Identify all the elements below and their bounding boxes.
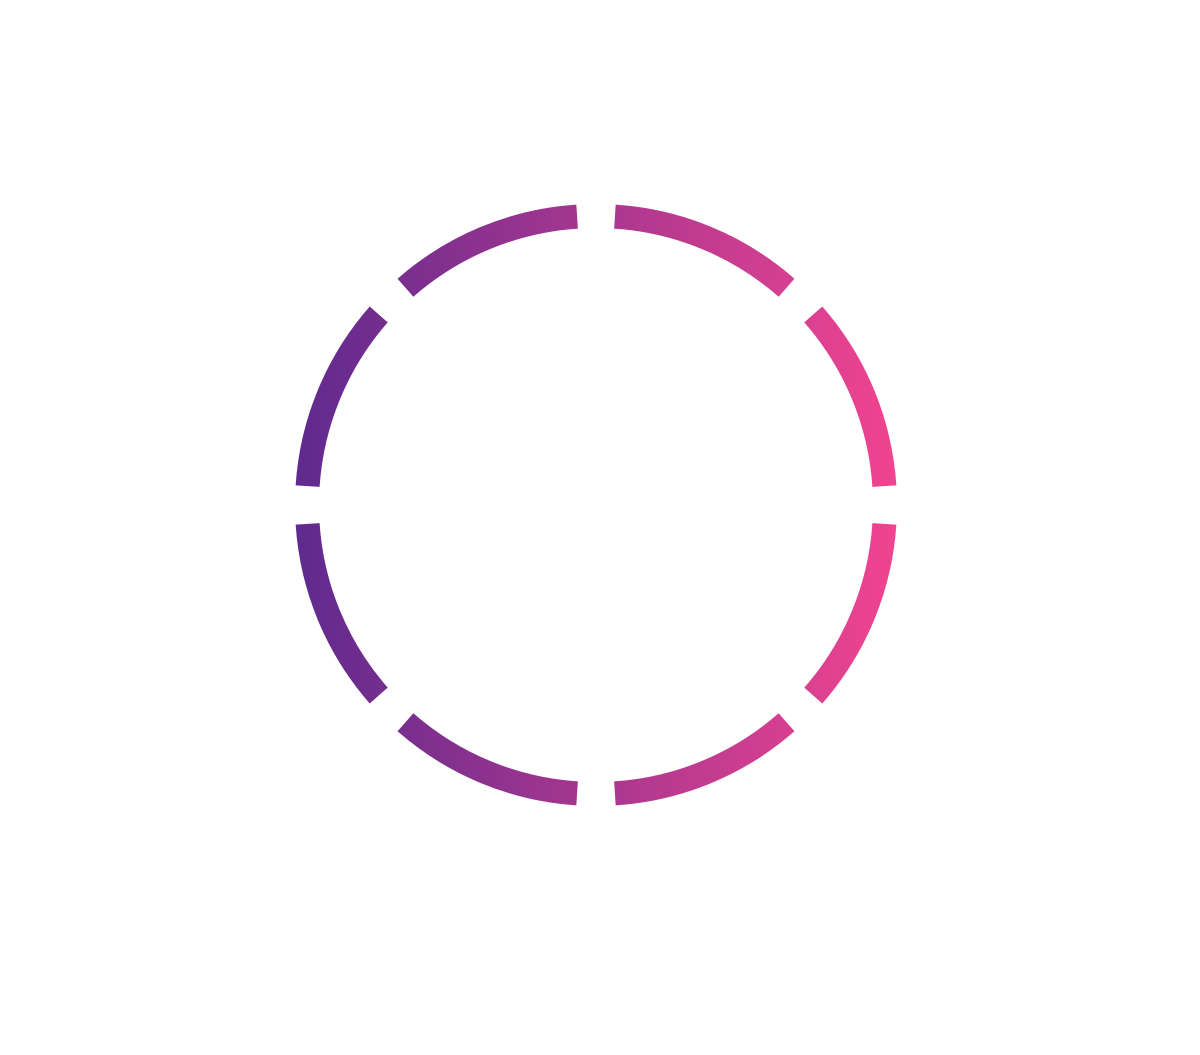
ring-notch: [783, 283, 818, 318]
ring-notch: [374, 283, 409, 318]
ring-segment: [804, 306, 897, 487]
ring-segment: [614, 713, 795, 806]
ring-notch: [579, 199, 613, 233]
ring-notch: [374, 692, 409, 727]
ring-segment: [804, 523, 897, 704]
ring-segments: [295, 204, 897, 806]
ring-segment: [397, 713, 578, 806]
ring-notches: [290, 199, 902, 811]
ring-notch: [290, 488, 324, 522]
ring-segment: [397, 204, 578, 297]
ring-notch: [783, 692, 818, 727]
ring-notch: [868, 488, 902, 522]
ring-segment: [295, 523, 388, 704]
ring-segment: [295, 306, 388, 487]
ring-segment: [614, 204, 795, 297]
ring-notch: [579, 777, 613, 811]
